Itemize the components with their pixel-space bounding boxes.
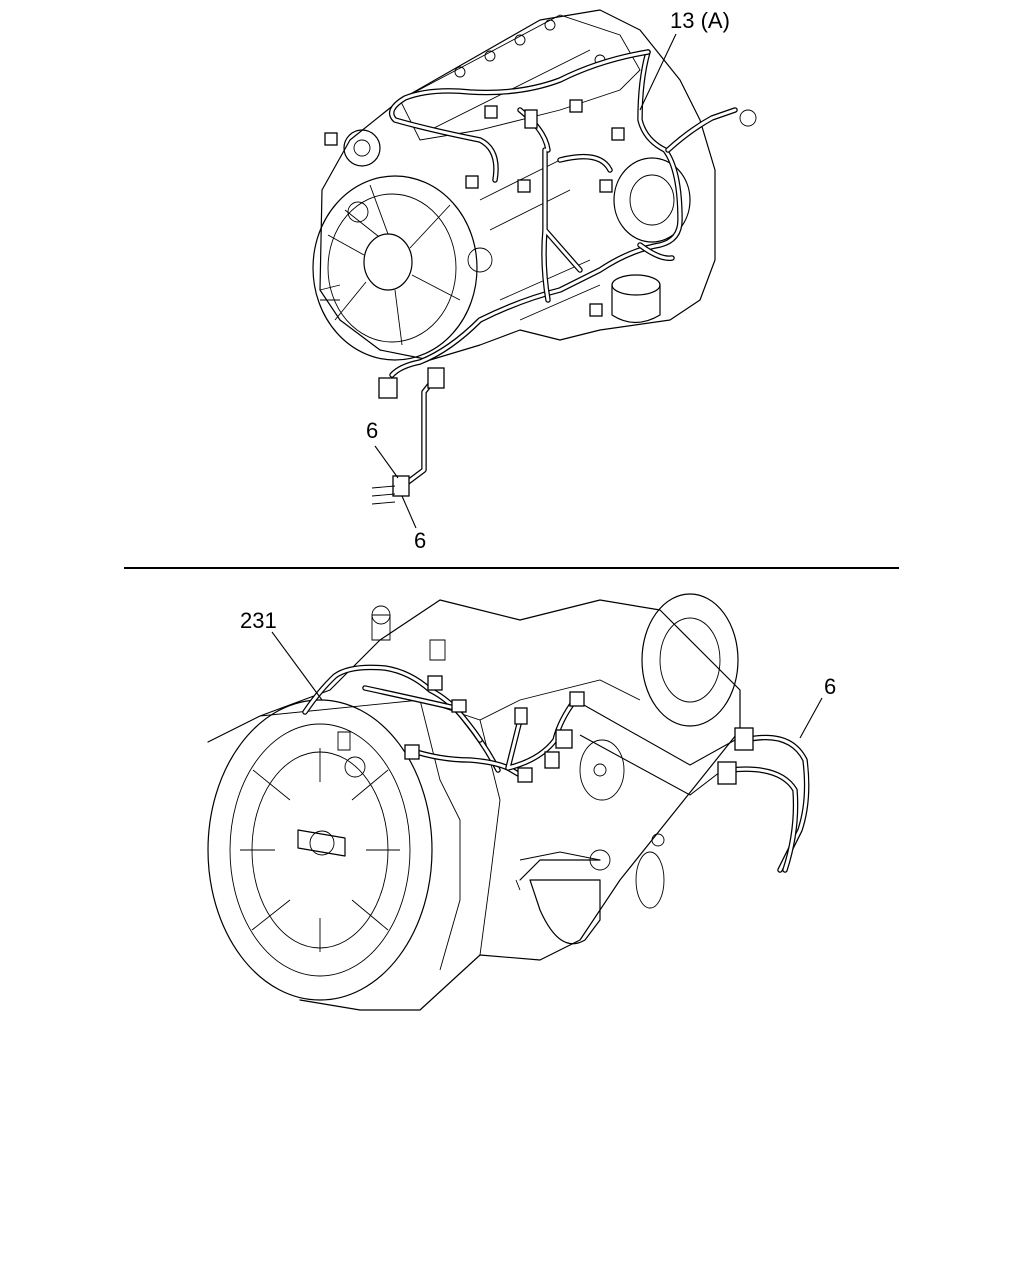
- callout-6-transmission-label: 6: [824, 674, 836, 699]
- callout-6-lower: 6: [401, 495, 426, 553]
- engine-wiring-harness: [324, 49, 757, 505]
- transmission-assembly: [207, 593, 741, 1011]
- callout-6-lower-label: 6: [414, 528, 426, 553]
- transmission-wiring-harness: [302, 664, 810, 873]
- callout-6-upper-label: 6: [366, 418, 378, 443]
- callout-13a: 13 (A): [639, 8, 730, 111]
- callout-231: 231: [240, 608, 323, 701]
- engine-assembly: [312, 9, 716, 361]
- callout-6-transmission: 6: [799, 674, 836, 739]
- callout-6-upper: 6: [366, 418, 399, 479]
- callout-231-label: 231: [240, 608, 277, 633]
- callout-13a-label: 13 (A): [670, 8, 730, 33]
